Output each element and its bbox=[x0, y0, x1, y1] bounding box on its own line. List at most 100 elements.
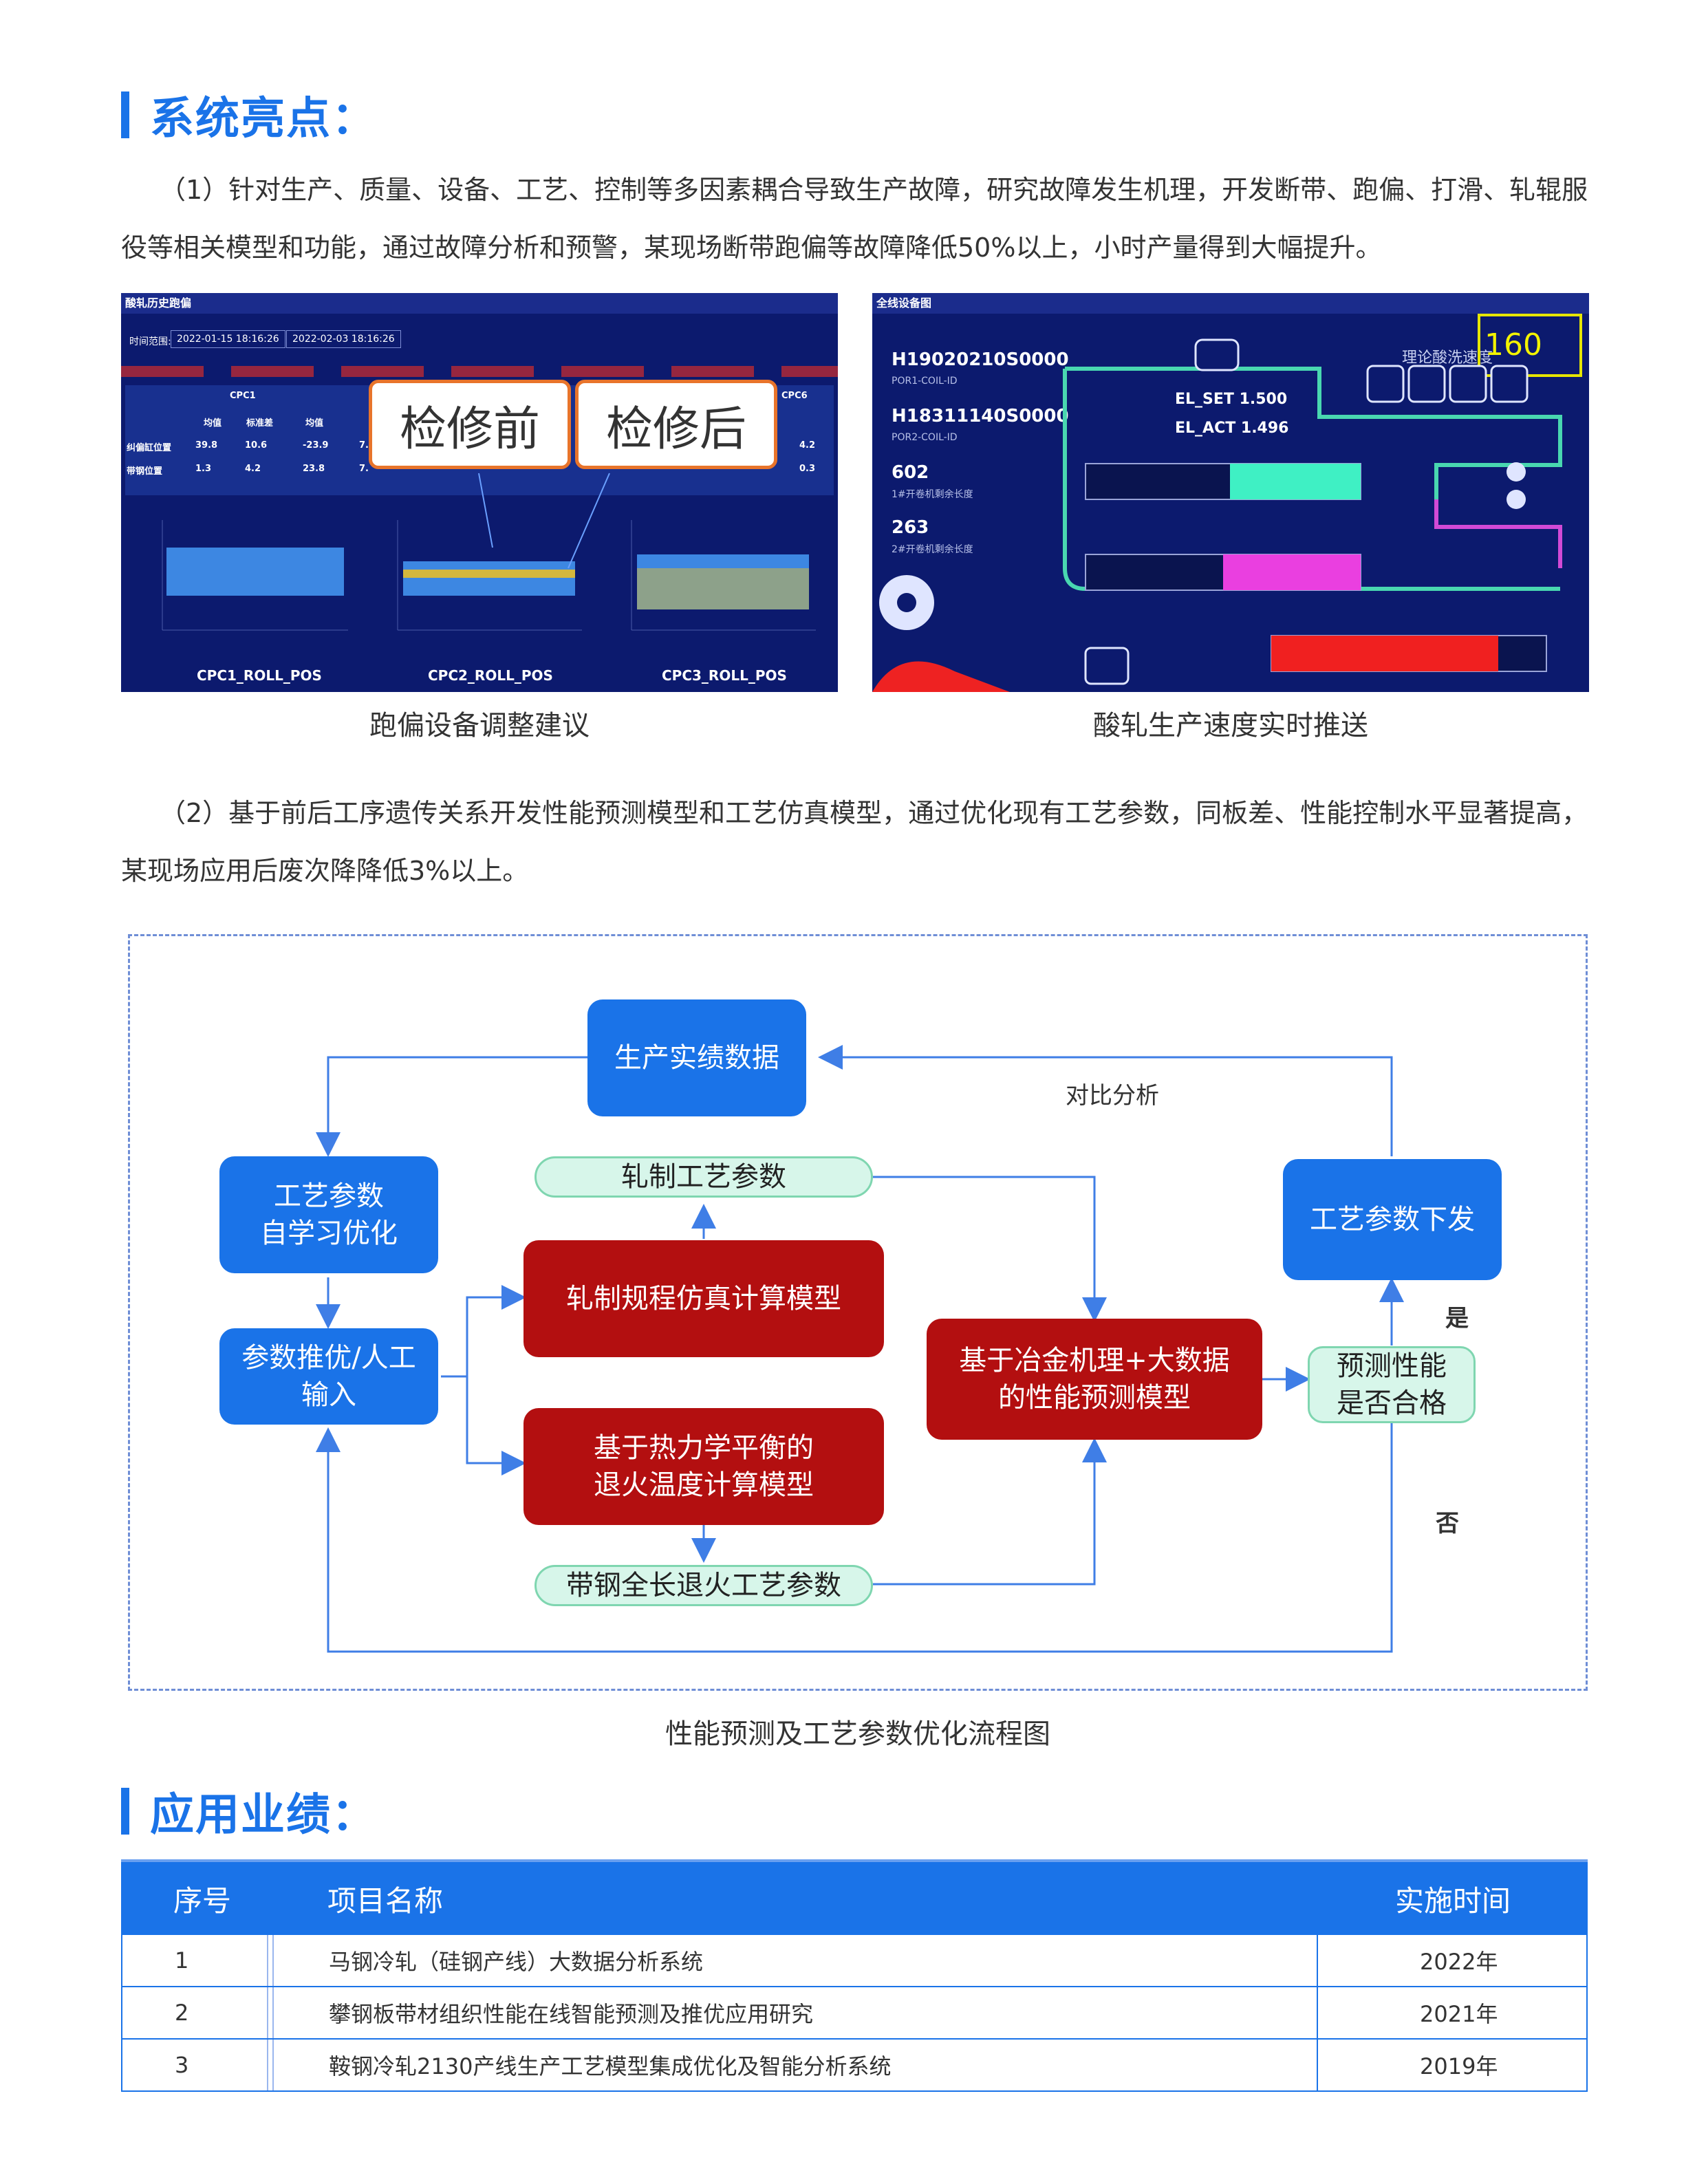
col-cpc6: CPC6 bbox=[781, 391, 808, 401]
cpc6-v2: 0.3 bbox=[799, 464, 816, 474]
row1-v2: 10.6 bbox=[245, 440, 268, 451]
row-name: 鞍钢冷轧2130产线生产工艺模型集成优化及智能分析系统 bbox=[329, 2053, 892, 2079]
row-no: 1 bbox=[175, 1947, 189, 1974]
table-row: 1 马钢冷轧（硅钢产线）大数据分析系统 2022年 bbox=[121, 1935, 1588, 1987]
box-anneal-params: 带钢全长退火工艺参数 bbox=[535, 1565, 873, 1606]
tank-1-fill bbox=[1230, 464, 1361, 499]
plot3-scatter bbox=[637, 554, 809, 609]
tank-2-fill bbox=[1223, 554, 1361, 590]
row-year: 2022年 bbox=[1420, 1949, 1498, 1975]
row-name: 攀钢板带材组织性能在线智能预测及推优应用研究 bbox=[329, 2001, 814, 2027]
row-year: 2019年 bbox=[1420, 2053, 1498, 2079]
header-year: 实施时间 bbox=[1395, 1883, 1511, 1918]
red-coil-icon bbox=[872, 661, 1010, 692]
time-range-label: 时间范围: bbox=[129, 336, 171, 347]
plot1-scatter bbox=[166, 548, 344, 596]
row-year: 2021年 bbox=[1420, 2001, 1498, 2027]
cpc6-v1: 4.2 bbox=[799, 440, 816, 451]
table-header: 序号 项目名称 实施时间 bbox=[121, 1859, 1588, 1935]
tank-3-fill bbox=[1271, 636, 1498, 671]
coil1-id: H19020210S0000 bbox=[892, 349, 1069, 370]
dryer-icon-4 bbox=[1490, 365, 1529, 403]
box-param-push: 参数推优/人工 输入 bbox=[219, 1328, 438, 1425]
table-row: 3 鞍钢冷轧2130产线生产工艺模型集成优化及智能分析系统 2019年 bbox=[121, 2040, 1588, 2092]
row1-v4: 7. bbox=[359, 440, 369, 451]
dryer-icon-3 bbox=[1449, 365, 1487, 403]
row2-v3: 23.8 bbox=[303, 464, 325, 474]
len1-sub: 1#开卷机剩余长度 bbox=[892, 489, 973, 500]
dryer-icon-2 bbox=[1407, 365, 1446, 403]
plot2-yellow-series bbox=[403, 570, 575, 578]
row2-label: 带钢位置 bbox=[127, 466, 163, 477]
plot3-yellow-series bbox=[637, 568, 809, 609]
box-production-data: 生产实绩数据 bbox=[587, 999, 806, 1116]
box-anneal-model: 基于热力学平衡的 退火温度计算模型 bbox=[523, 1408, 884, 1525]
box-rolling-params: 轧制工艺参数 bbox=[535, 1156, 873, 1198]
sub-col-std: 标准差 bbox=[246, 418, 274, 429]
row2-v1: 1.3 bbox=[195, 464, 212, 474]
box-self-learning: 工艺参数 自学习优化 bbox=[219, 1156, 438, 1273]
label-yes: 是 bbox=[1445, 1305, 1469, 1332]
box-performance-model: 基于冶金机理+大数据 的性能预测模型 bbox=[927, 1319, 1262, 1440]
coil1-sub: POR1-COIL-ID bbox=[892, 376, 958, 387]
tension-icon bbox=[1194, 338, 1240, 371]
title-bar bbox=[121, 91, 129, 138]
line-diagram bbox=[872, 338, 1562, 692]
title-bar bbox=[121, 1788, 129, 1835]
row2-v2: 4.2 bbox=[245, 464, 261, 474]
row1-v3: -23.9 bbox=[303, 440, 329, 451]
table-row: 2 攀钢板带材组织性能在线智能预测及推优应用研究 2021年 bbox=[121, 1987, 1588, 2040]
right-shot-caption: 酸轧生产速度实时推送 bbox=[1093, 710, 1368, 742]
loop-icon bbox=[1084, 647, 1130, 685]
el-set: EL_SET 1.500 bbox=[1175, 391, 1288, 408]
section-title-highlights: 系统亮点： bbox=[121, 84, 377, 146]
row-no: 2 bbox=[175, 2000, 189, 2026]
row-no: 3 bbox=[175, 2052, 189, 2078]
row1-label: 纠偏缸位置 bbox=[127, 443, 172, 453]
deviation-plots bbox=[162, 520, 816, 631]
warning-line bbox=[121, 366, 838, 377]
coil2-id: H18311140S0000 bbox=[892, 406, 1069, 426]
sub-col-mean-2: 均值 bbox=[305, 418, 324, 429]
header-no: 序号 bbox=[173, 1883, 232, 1918]
box-rolling-model: 轧制规程仿真计算模型 bbox=[523, 1240, 884, 1357]
flow-caption: 性能预测及工艺参数优化流程图 bbox=[665, 1718, 1050, 1750]
date-to: 2022-02-03 18:16:26 bbox=[286, 330, 401, 348]
speed-value: 160 bbox=[1478, 314, 1582, 377]
section-title-text: 应用业绩： bbox=[150, 1790, 377, 1841]
date-from: 2022-01-15 18:16:26 bbox=[171, 330, 285, 348]
coil2-sub: POR2-COIL-ID bbox=[892, 432, 958, 443]
dryer-icon-1 bbox=[1366, 365, 1405, 403]
callout-before: 检修前 bbox=[369, 380, 571, 469]
callout-arrows bbox=[478, 473, 610, 569]
achievements-table: 序号 项目名称 实施时间 1 马钢冷轧（硅钢产线）大数据分析系统 2022年 2… bbox=[121, 1859, 1588, 2092]
header-name: 项目名称 bbox=[327, 1883, 444, 1918]
paragraph-2: （2）基于前后工序遗传关系开发性能预测模型和工艺仿真模型，通过优化现有工艺参数，… bbox=[121, 798, 1588, 886]
len1-value: 602 bbox=[892, 462, 929, 483]
row2-v4: 7. bbox=[359, 464, 369, 474]
section-title-text: 系统亮点： bbox=[150, 94, 377, 144]
row-name: 马钢冷轧（硅钢产线）大数据分析系统 bbox=[329, 1949, 704, 1975]
plot-label-2: CPC2_ROLL_POS bbox=[428, 667, 553, 684]
sub-col-mean: 均值 bbox=[204, 418, 222, 429]
left-screenshot: 酸轧历史跑偏 时间范围: 2022-01-15 18:16:26 2022-02… bbox=[121, 293, 838, 692]
el-act: EL_ACT 1.496 bbox=[1175, 420, 1289, 437]
left-shot-caption: 跑偏设备调整建议 bbox=[369, 710, 590, 742]
label-compare: 对比分析 bbox=[1066, 1082, 1159, 1110]
paragraph-1: （1）针对生产、质量、设备、工艺、控制等多因素耦合导致生产故障，研究故障发生机理… bbox=[121, 175, 1588, 263]
flowchart: 生产实绩数据 对比分析 工艺参数 自学习优化 参数推优/人工 输入 轧制工艺参数… bbox=[128, 934, 1588, 1691]
right-shot-header: 全线设备图 bbox=[872, 293, 1589, 314]
plot2-scatter bbox=[403, 561, 575, 596]
plot-label-3: CPC3_ROLL_POS bbox=[662, 667, 787, 684]
box-qualified-check: 预测性能 是否合格 bbox=[1308, 1346, 1476, 1423]
col-cpc1: CPC1 bbox=[230, 391, 256, 401]
left-shot-header: 酸轧历史跑偏 bbox=[121, 293, 838, 314]
len2-sub: 2#开卷机剩余长度 bbox=[892, 544, 973, 555]
section-title-achievements: 应用业绩： bbox=[121, 1780, 377, 1842]
callout-after: 检修后 bbox=[575, 380, 777, 469]
right-screenshot: 全线设备图 H19020210S0000 POR1-COIL-ID H18311… bbox=[872, 293, 1589, 692]
flow-arrows bbox=[316, 1045, 1404, 1653]
row1-v1: 39.8 bbox=[195, 440, 218, 451]
plot-label-1: CPC1_ROLL_POS bbox=[197, 667, 322, 684]
box-param-issue: 工艺参数下发 bbox=[1283, 1159, 1502, 1280]
